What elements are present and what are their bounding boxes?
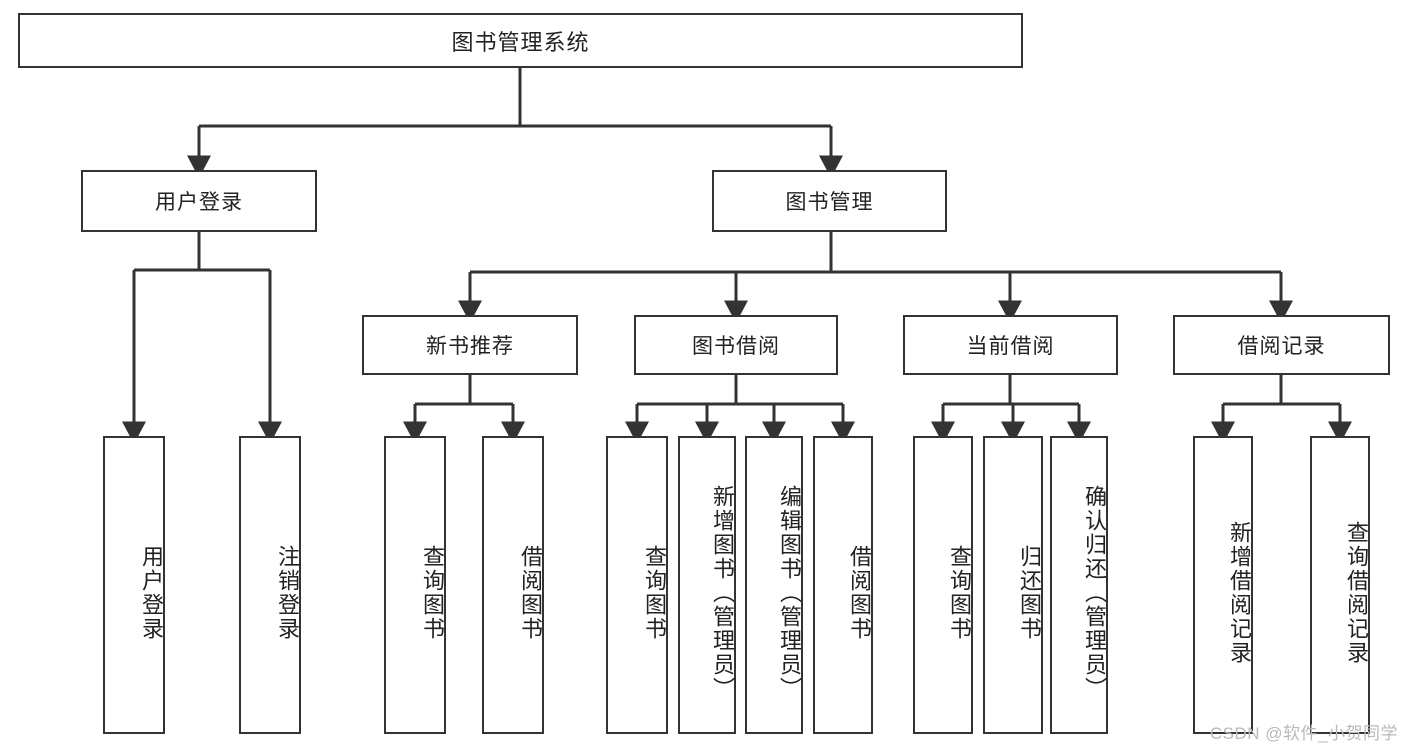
leaf-query-book-current[interactable]: 查询图书 — [913, 436, 973, 734]
node-book-borrow[interactable]: 图书借阅 — [634, 315, 838, 375]
leaf-add-borrow-record[interactable]: 新增借阅记录 — [1193, 436, 1253, 734]
leaf-confirm-return-admin[interactable]: 确认归还（管理员） — [1050, 436, 1108, 734]
leaf-query-book-borrow[interactable]: 查询图书 — [606, 436, 668, 734]
leaf-borrow-book[interactable]: 借阅图书 — [813, 436, 873, 734]
node-borrow-record[interactable]: 借阅记录 — [1173, 315, 1390, 375]
node-new-book-recommend[interactable]: 新书推荐 — [362, 315, 578, 375]
leaf-borrow-book-recommend[interactable]: 借阅图书 — [482, 436, 544, 734]
leaf-add-book-admin[interactable]: 新增图书（管理员） — [678, 436, 736, 734]
leaf-query-borrow-record[interactable]: 查询借阅记录 — [1310, 436, 1370, 734]
leaf-edit-book-admin[interactable]: 编辑图书（管理员） — [745, 436, 803, 734]
node-user-login[interactable]: 用户登录 — [81, 170, 317, 232]
node-book-management[interactable]: 图书管理 — [712, 170, 947, 232]
node-root-system[interactable]: 图书管理系统 — [18, 13, 1023, 68]
watermark-text: CSDN @软件_小贺同学 — [1209, 724, 1398, 743]
node-current-borrow[interactable]: 当前借阅 — [903, 315, 1118, 375]
leaf-query-book-recommend[interactable]: 查询图书 — [384, 436, 446, 734]
leaf-return-book[interactable]: 归还图书 — [983, 436, 1043, 734]
leaf-user-login[interactable]: 用户登录 — [103, 436, 165, 734]
leaf-logout[interactable]: 注销登录 — [239, 436, 301, 734]
